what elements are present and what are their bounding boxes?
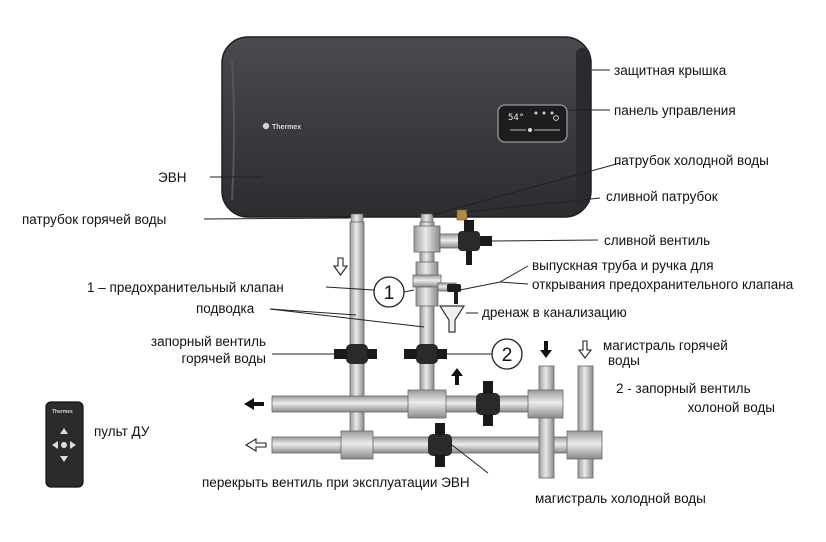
water-heater-tank: Thermex 54° xyxy=(221,36,592,218)
arrow-cold-up-icon xyxy=(451,368,463,385)
label-sewer-drain: дренаж в канализацию xyxy=(482,305,627,320)
label-cold-shutoff-line1: 2 - запорный вентиль xyxy=(616,381,751,396)
label-cold-inlet: патрубок холодной воды xyxy=(614,153,769,168)
marker-number: 1 xyxy=(384,283,395,304)
label-safety-valve: 1 – предохранительный клапан xyxy=(87,280,284,295)
arrow-hot-down-icon xyxy=(332,257,349,276)
arrow-cold-out-left-icon xyxy=(244,438,267,452)
temperature-display: 54° xyxy=(508,113,524,123)
label-evn: ЭВН xyxy=(158,170,186,185)
label-outlet-pipe-line2: открывания предохранительного клапана xyxy=(532,277,794,292)
brand-text: Thermex xyxy=(272,124,301,131)
indicator-icon xyxy=(534,111,538,115)
label-outlet-pipe-line1: выпускная труба и ручка для xyxy=(532,258,714,273)
label-hot-shutoff-line2: горячей воды xyxy=(182,351,266,366)
remote-down-icon[interactable] xyxy=(60,456,68,462)
label-hot-main-line1: магистраль горячей xyxy=(603,338,728,353)
remote-up-icon[interactable] xyxy=(60,428,68,434)
brand-logo: Thermex xyxy=(262,122,301,131)
cold-shutoff-valve[interactable] xyxy=(404,344,447,364)
leader-lines xyxy=(203,69,621,474)
label-hot-shutoff-line1: запорный вентиль xyxy=(151,334,266,349)
label-cold-main: магистраль холодной воды xyxy=(535,491,706,506)
label-remote: пульт ДУ xyxy=(94,424,150,439)
arrow-cold-main-down-icon xyxy=(577,340,593,359)
label-drain-valve: сливной вентиль xyxy=(604,233,710,248)
label-supply: подводка xyxy=(196,301,255,316)
label-drain-pipe: сливной патрубок xyxy=(606,189,718,204)
marker-safety-valve: 1 xyxy=(373,276,405,308)
indicator-icon xyxy=(550,111,554,115)
hot-shutoff-valve[interactable] xyxy=(334,344,377,364)
power-icon xyxy=(553,115,559,121)
drain-nozzle xyxy=(456,209,468,221)
indicator-icon xyxy=(542,111,546,115)
label-hot-outlet: патрубок горячей воды xyxy=(22,212,166,227)
marker-cold-shutoff: 2 xyxy=(491,338,523,370)
label-control-panel: панель управления xyxy=(614,103,736,118)
control-panel[interactable]: 54° xyxy=(497,104,568,143)
remote-right-icon[interactable] xyxy=(70,441,76,449)
bypass-valve-cold[interactable] xyxy=(428,423,452,467)
arrow-hot-main-down-icon xyxy=(540,341,552,358)
bypass-valve-hot[interactable] xyxy=(476,381,500,426)
label-close-valve: перекрыть вентиль при эксплуатации ЭВН xyxy=(202,475,470,490)
button-icon xyxy=(528,128,532,132)
remote-control[interactable]: Thermex xyxy=(45,401,84,488)
arrow-hot-out-left-icon xyxy=(244,398,264,410)
remote-left-icon[interactable] xyxy=(52,441,58,449)
label-cold-shutoff-line2: холоной воды xyxy=(688,400,775,415)
remote-ok-icon[interactable] xyxy=(61,442,67,448)
marker-number: 2 xyxy=(502,345,513,366)
remote-brand: Thermex xyxy=(52,409,73,415)
label-protective-cover: защитная крышка xyxy=(614,63,727,78)
piping xyxy=(271,221,603,479)
safety-valve-handle[interactable] xyxy=(447,284,461,304)
drain-valve[interactable] xyxy=(458,220,492,265)
drain-funnel xyxy=(438,305,466,333)
label-hot-main-line2: воды xyxy=(608,353,640,368)
